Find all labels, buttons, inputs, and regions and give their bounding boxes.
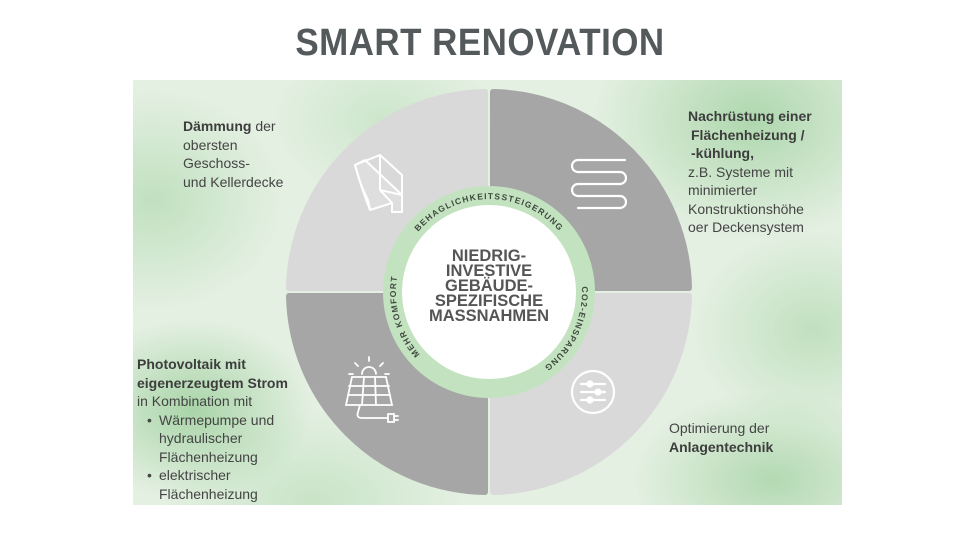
control-sliders-icon: [570, 369, 616, 415]
text-line: der: [251, 118, 276, 134]
text-line: z.B. Systeme mit: [688, 163, 794, 180]
text-line: oer Deckensystem: [688, 219, 804, 235]
text-line: Geschoss-: [183, 155, 250, 171]
text-bold: eigenerzeugtem Strom: [137, 374, 288, 391]
center-line: SPEZIFISCHE: [435, 292, 543, 310]
text-line: und Kellerdecke: [183, 173, 284, 190]
text-bottom-right: Optimierung der Anlagentechnik: [669, 419, 773, 456]
text-line: minimierter: [688, 182, 758, 198]
bullet-item: Wärmepumpe und hydraulischer Flächenheiz…: [147, 411, 284, 467]
text-bold: Flächenheizung /: [691, 126, 805, 143]
bullet-item: elektrischer Flächenheizung: [147, 466, 284, 503]
text-bold: Anlagentechnik: [669, 438, 774, 455]
center-line: INVESTIVE: [446, 262, 532, 280]
floor-heating-pipe-icon: [570, 158, 628, 210]
text-line: Optimierung der: [669, 420, 770, 436]
insulation-wall-icon: [354, 154, 403, 213]
text-bold: -kühlung,: [691, 145, 754, 161]
text-bold: Dämmung: [183, 118, 252, 134]
page-title: SMART RENOVATION: [295, 22, 665, 64]
text-bottom-left: Photovoltaik mit eigenerzeugtem Strom in…: [137, 355, 317, 503]
center-line: GEBÄUDE-: [445, 277, 533, 295]
text-top-right: Nachrüstung einer Flächenheizung / -kühl…: [688, 107, 812, 237]
text-bold: Photovoltaik mit: [137, 356, 246, 372]
text-line: Konstruktionshöhe: [688, 200, 804, 217]
center-line: NIEDRIG-: [452, 247, 526, 265]
center-line: MASSNAHMEN: [429, 307, 549, 325]
text-line: obersten: [183, 136, 238, 153]
center-label: NIEDRIG- INVESTIVE GEBÄUDE- SPEZIFISCHE …: [429, 247, 549, 325]
text-line: in Kombination mit: [137, 393, 253, 409]
solar-panel-icon: [344, 356, 399, 423]
text-top-left: Dämmung der obersten Geschoss- und Kelle…: [183, 117, 283, 191]
center-circle: [402, 205, 576, 379]
text-bold: Nachrüstung einer: [688, 108, 812, 124]
